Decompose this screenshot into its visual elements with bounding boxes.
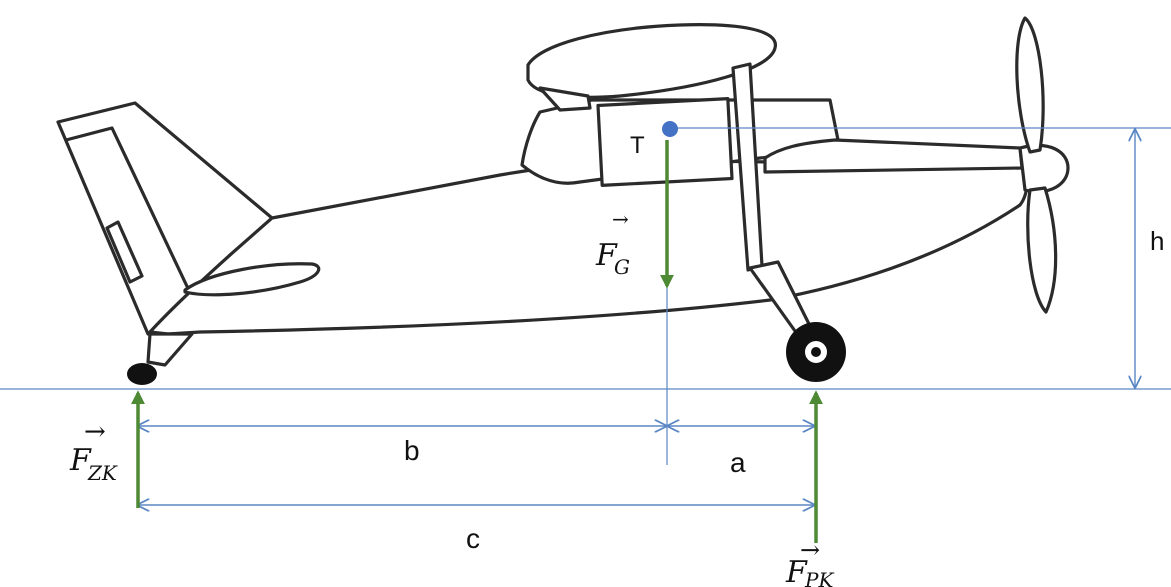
rudder-line [64, 126, 204, 320]
main-wheel-axle [811, 347, 821, 357]
rudder-tab [105, 220, 144, 284]
tail-wheel [127, 363, 157, 385]
dimension-a-label: a [730, 447, 746, 478]
main-wheel-subscript: PK [804, 568, 834, 587]
tail-wheel-subscript: ZK [87, 461, 118, 485]
cabin-window [596, 97, 734, 187]
height-label: h [1150, 226, 1164, 256]
gravity-subscript: G [614, 255, 630, 279]
strut-fairing [763, 138, 1024, 174]
main-wheel-force-label: → F PK [785, 536, 834, 587]
center-of-gravity-point [662, 121, 678, 137]
propeller-upper-blade [1015, 16, 1045, 154]
spinner [1018, 143, 1070, 194]
gravity-symbol: F [595, 238, 618, 273]
main-wheel-symbol: F [785, 555, 808, 587]
airplane-sketch [56, 16, 1070, 385]
dimension-c-label: c [466, 523, 480, 554]
main-wheel-vector-arrow: → [800, 536, 820, 564]
tail-wheel-symbol: F [69, 443, 92, 478]
horizontal-stabilizer [183, 262, 321, 297]
tail-wheel-force-label: → F ZK [69, 417, 118, 485]
wing-root [538, 86, 592, 112]
dimension-b-label: b [404, 435, 420, 466]
tail-wheel-leg [146, 332, 194, 367]
propeller-lower-blade [1026, 186, 1058, 314]
gravity-vector-arrow: → [612, 207, 629, 231]
gravity-force-label: → F G [595, 207, 630, 279]
tail-wheel-vector-arrow: → [84, 417, 106, 447]
center-of-gravity-label: T [630, 132, 645, 159]
